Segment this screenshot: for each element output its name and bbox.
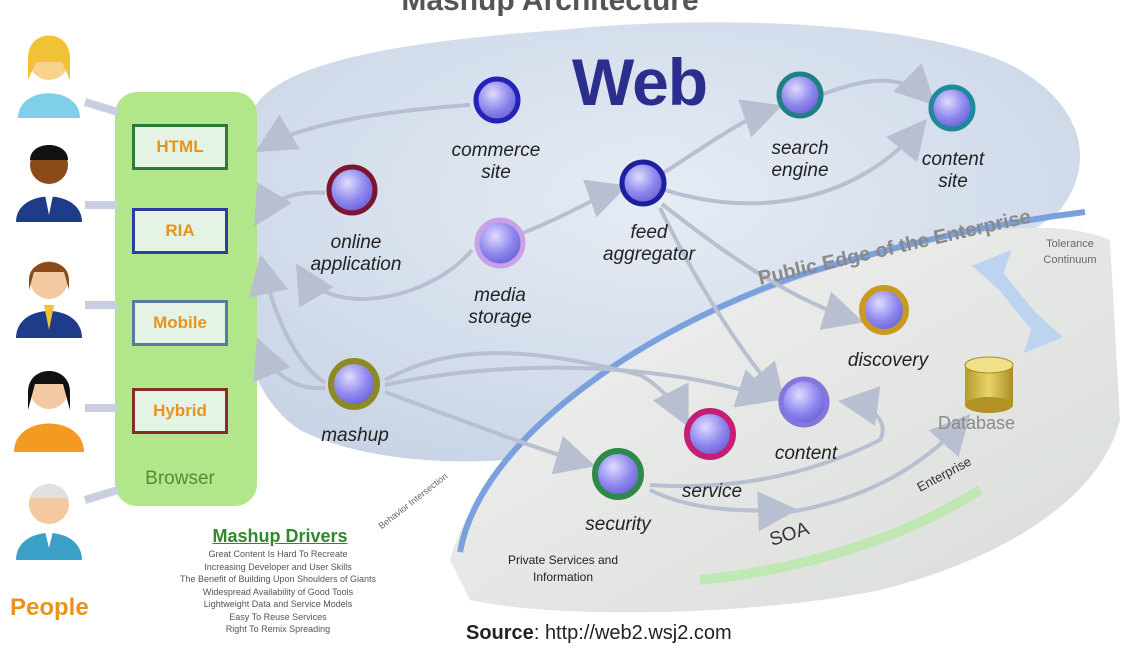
driver-item: Right To Remix Spreading — [225, 624, 331, 634]
driver-item: Great Content Is Hard To Recreate — [208, 549, 348, 559]
label-online-application: online application — [310, 232, 402, 275]
source-line: Source: http://web2.wsj2.com — [466, 622, 732, 645]
node-content[interactable] — [778, 376, 830, 428]
person-icon-4 — [14, 371, 84, 452]
label-security: security — [585, 514, 651, 535]
driver-item: The Benefit of Building Upon Shoulders o… — [179, 574, 377, 584]
browser-box-hybrid[interactable]: Hybrid — [132, 388, 228, 434]
browser-label: Browser — [145, 468, 215, 489]
label-media-storage: media storage — [468, 285, 532, 328]
node-commerce-site[interactable] — [473, 76, 521, 124]
label-mashup: mashup — [321, 425, 389, 446]
person-icon-2 — [16, 145, 82, 222]
person-icon-5 — [16, 484, 82, 560]
node-security[interactable] — [592, 448, 644, 500]
database-label: Database — [938, 413, 1016, 433]
people-label: People — [10, 594, 89, 621]
connectors — [249, 63, 971, 532]
people-arrows — [83, 98, 120, 504]
label-content-site: content site — [921, 149, 985, 192]
diagram-top-title: Mashup Architecture — [401, 0, 699, 17]
web-region — [236, 22, 1080, 462]
source-prefix: Source — [466, 622, 534, 644]
source-url[interactable]: http://web2.wsj2.com — [544, 622, 732, 644]
source-colon: : — [533, 622, 545, 644]
person-icon-3 — [16, 261, 82, 338]
node-media-storage[interactable] — [474, 217, 526, 269]
node-search-engine[interactable] — [776, 71, 824, 119]
label-service: service — [681, 481, 743, 502]
tolerance-label: Tolerance Continuum — [1043, 238, 1097, 266]
browser-box-ria[interactable]: RIA — [132, 208, 228, 254]
browser-box-html[interactable]: HTML — [132, 124, 228, 170]
browser-box-mobile[interactable]: Mobile — [132, 300, 228, 346]
node-mashup[interactable] — [328, 358, 380, 410]
person-icon-1 — [18, 35, 80, 118]
node-content-site[interactable] — [928, 84, 976, 132]
driver-item: Widespread Availability of Good Tools — [202, 586, 354, 597]
label-feed-aggregator: feed aggregator — [603, 222, 695, 265]
driver-item: Lightweight Data and Service Models — [203, 599, 353, 609]
label-content: content — [774, 443, 838, 464]
mashup-drivers-list: Great Content Is Hard To Recreate Increa… — [118, 548, 438, 636]
label-commerce-site: commerce site — [451, 140, 541, 183]
label-search-engine: search engine — [771, 138, 829, 181]
node-online-application[interactable] — [326, 164, 378, 216]
mashup-drivers-title: Mashup Drivers — [212, 526, 348, 546]
soa-glow — [699, 485, 983, 585]
driver-item: Easy To Reuse Services — [229, 611, 327, 622]
database-icon — [964, 356, 1014, 413]
enterprise-region — [450, 227, 1120, 613]
web-title: Web — [572, 45, 708, 119]
node-feed-aggregator[interactable] — [619, 159, 667, 207]
driver-item: Increasing Developer and User Skills — [204, 561, 352, 572]
private-services-label: Private Services and Information — [507, 553, 619, 584]
label-discovery: discovery — [847, 350, 929, 371]
tolerance-arrow — [971, 249, 1064, 354]
node-discovery[interactable] — [859, 285, 909, 335]
node-service[interactable] — [684, 408, 736, 460]
